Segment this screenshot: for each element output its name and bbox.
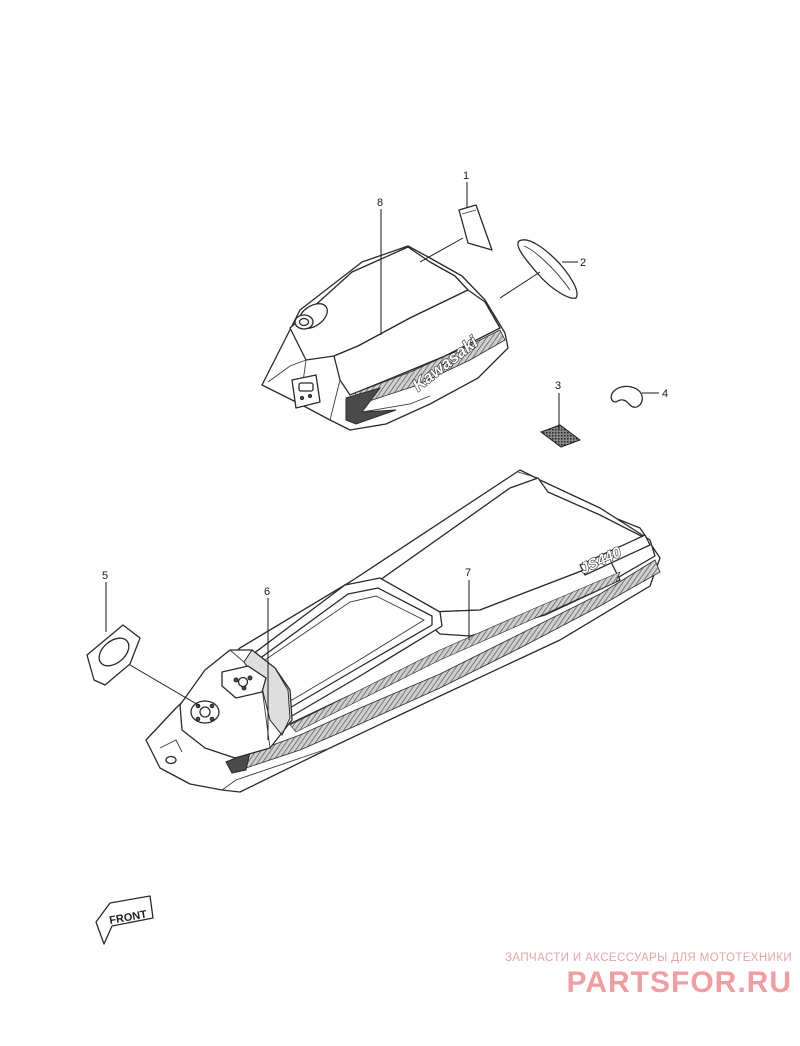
- callout-5: 5: [102, 570, 108, 582]
- callout-8: 8: [377, 197, 383, 209]
- callout-3: 3: [555, 380, 561, 392]
- callout-6: 6: [264, 586, 270, 598]
- decal-3: [539, 424, 582, 448]
- leader-lines: [105, 182, 659, 740]
- decal-2: [517, 239, 578, 299]
- decal-1: [458, 204, 493, 251]
- callout-labels: 1 2 3 4 5 6 7 8: [102, 170, 668, 598]
- callout-2: 2: [580, 257, 586, 269]
- front-direction-arrow: FRONT: [95, 895, 154, 945]
- decal-4: [610, 385, 643, 408]
- hood-cover: Kawasaki: [261, 245, 509, 431]
- watermark-logo: PARTSFOR.RU: [566, 966, 792, 999]
- callout-4: 4: [662, 388, 668, 400]
- callout-1: 1: [463, 170, 469, 182]
- watermark-tagline: ЗАПЧАСТИ И АКСЕССУАРЫ ДЛЯ МОТОТЕХНИКИ: [505, 952, 792, 964]
- callout-7: 7: [465, 567, 471, 579]
- hull-deck: JS440: [145, 469, 661, 793]
- decal-5: [86, 624, 141, 686]
